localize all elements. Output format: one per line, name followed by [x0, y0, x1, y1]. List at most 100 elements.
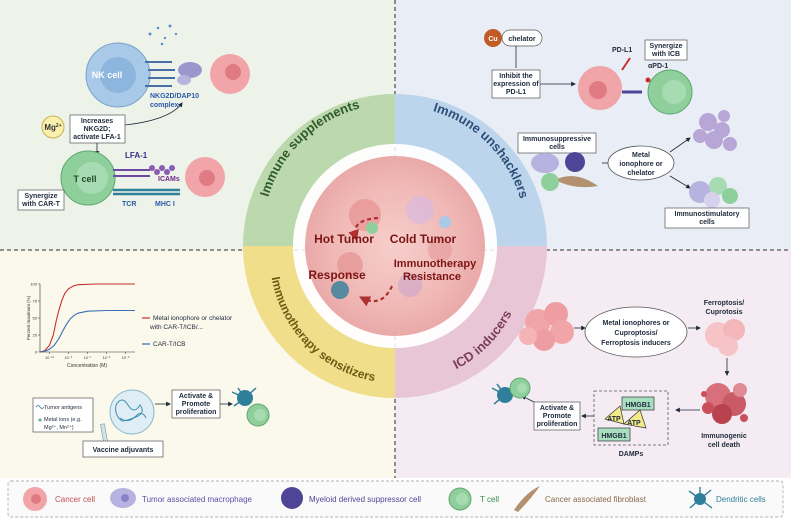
ring-segment-sensitizers — [243, 246, 395, 398]
atp-triangle-2 — [623, 409, 647, 429]
increases-label-1: Increases — [81, 118, 113, 125]
vaccine-adjuvants-box — [82, 440, 164, 458]
increases-label-3: activate LFA-1 — [73, 134, 121, 141]
ferroptosis-label-2: Cuprotosis — [706, 309, 743, 316]
inhibit-label-2: expression of — [493, 81, 539, 88]
lfa1-icam-binding — [113, 165, 180, 196]
x-tick-label: 10⁻⁵ — [103, 356, 111, 360]
synergize-cart-label-2: with CAR-T — [21, 201, 60, 208]
suppressive-fibroblast — [555, 176, 598, 188]
synergize-icb-box — [644, 39, 688, 61]
y-tick-label: 25 — [33, 333, 38, 338]
resistance-label-2: Resistance — [403, 271, 461, 283]
mg-ion — [41, 115, 65, 139]
activate-right-label-1: Activate & — [540, 405, 574, 412]
nkg2d-receptors — [145, 61, 175, 87]
ring-segment-icd — [395, 246, 547, 398]
legend-tcell-label: T cell — [480, 495, 499, 504]
y-tick-label: 0 — [35, 350, 38, 355]
synergize-icb-label-2: with ICB — [651, 51, 680, 58]
stimulatory-cells-cluster — [689, 177, 738, 208]
suppressive-cells-cluster — [693, 110, 737, 151]
icd-label-2: cell death — [708, 442, 740, 449]
pdl1-label: PD-L1 — [612, 47, 632, 54]
dying-cells — [705, 319, 745, 356]
tcr-label: TCR — [122, 201, 136, 208]
inhibit-label-1: Inhibit the — [499, 73, 533, 80]
chelator-label: chelator — [508, 36, 536, 43]
nkg2d-label-2: complex — [150, 102, 179, 109]
immunosuppressive-box — [517, 132, 597, 154]
dose-response-chart: Percent maximum (%) Concentration (M) 0 2… — [26, 282, 135, 369]
cytotoxic-granules — [148, 24, 178, 46]
x-tick-label: 10⁻⁹ — [65, 356, 73, 360]
y-tick-label: 75 — [33, 299, 38, 304]
arrow-resistance-to-response — [359, 285, 394, 307]
synergize-cart-label-1: Synergize — [24, 193, 57, 200]
synergize-cart-box — [17, 189, 65, 211]
inducers-label-3: Ferroptosis inducers — [601, 340, 671, 347]
x-tick-label: 10⁻¹¹ — [45, 356, 54, 360]
mhc-label: MHC I — [155, 201, 175, 208]
x-axis-title: Concentration (M) — [67, 363, 107, 369]
activate-box-left — [171, 389, 221, 419]
increases-box — [69, 114, 126, 144]
y-axis-title: Percent maximum (%) — [26, 295, 31, 340]
immunosuppressive-label-1: Immunosuppressive — [523, 136, 591, 143]
legend-frame — [7, 480, 784, 518]
lfa1-label: LFA-1 — [125, 151, 148, 160]
legend-caf-label: Cancer associated fibroblast — [545, 495, 647, 504]
atp-label-2: ATP — [627, 420, 641, 427]
ring-segment-supplements — [243, 94, 395, 246]
arrow-mg-to-nk — [124, 102, 183, 126]
vaccine-particle — [109, 389, 155, 435]
metal-chelator-label-3: chelator — [627, 170, 655, 177]
central-ring — [243, 94, 547, 398]
legend-red-label-1: Metal ionophore or chelator — [153, 315, 233, 322]
series-line-combination — [39, 283, 135, 353]
metal-ions-label-1: Metal ions (e.g. — [44, 417, 82, 423]
series-line-monotherapy — [39, 309, 135, 353]
ring-segment-unshacklers — [395, 94, 547, 246]
activate-box-right — [533, 401, 581, 431]
cell-legend: Cancer cell Tumor associated macrophage … — [7, 480, 784, 518]
vaccine-adjuvants-label: Vaccine adjuvants — [93, 447, 154, 454]
tumor-cluster — [519, 302, 574, 351]
damps-box — [593, 390, 669, 446]
t-cell-label: T cell — [73, 174, 96, 184]
inducers-label-1: Metal ionophores or — [603, 320, 670, 327]
mg-charge: 2+ — [56, 123, 62, 129]
immunogenic-death-debris — [701, 383, 748, 424]
immunosuppressive-label-2: cells — [549, 144, 565, 151]
atp-label-1: ATP — [607, 416, 621, 423]
inhibit-label-3: PD-L1 — [506, 89, 526, 96]
antigen-box — [32, 397, 94, 433]
immunostimulatory-box — [664, 207, 750, 229]
activate-right-label-3: proliferation — [537, 421, 578, 428]
panel-immune-supplements: NK cell NKG2D/DAP10 complex Mg2+ Increas… — [17, 24, 250, 211]
legend-tam-label: Tumor associated macrophage — [142, 495, 253, 504]
hmgb1-top-label: HMGB1 — [625, 402, 650, 409]
metal-chelator-label-2: ionophore or — [619, 161, 662, 168]
mg-ion-label: Mg2+ — [44, 123, 61, 132]
hmgb1-bottom — [597, 427, 631, 442]
metal-chelator-label-1: Metal — [632, 152, 650, 159]
legend-caf-icon — [514, 486, 540, 512]
legend-blue-label: CAR-T/ICB — [153, 341, 186, 348]
metal-ions-label-2: Mg²⁺, Mn²⁺) — [44, 424, 74, 431]
legend-red-label-2: with CAR-T/ICB/... — [149, 324, 203, 331]
damps-label: DAMPs — [619, 451, 644, 458]
activate-left-label-1: Activate & — [179, 393, 213, 400]
immunostimulatory-label-2: cells — [699, 219, 715, 226]
panel-icd-inducers: Metal ionophores or Cuproptosis/ Ferropt… — [491, 300, 748, 458]
suppressive-mdsc — [565, 152, 585, 172]
synergize-icb-label-1: Synergize — [649, 43, 682, 50]
suppressive-macrophage — [531, 153, 559, 173]
chelator-pill — [501, 29, 543, 47]
response-label: Response — [308, 268, 366, 282]
icams-label: ICAMs — [158, 176, 180, 183]
hot-tumor-label: Hot Tumor — [314, 232, 374, 246]
inducers-label-2: Cuproptosis/ — [614, 330, 657, 337]
